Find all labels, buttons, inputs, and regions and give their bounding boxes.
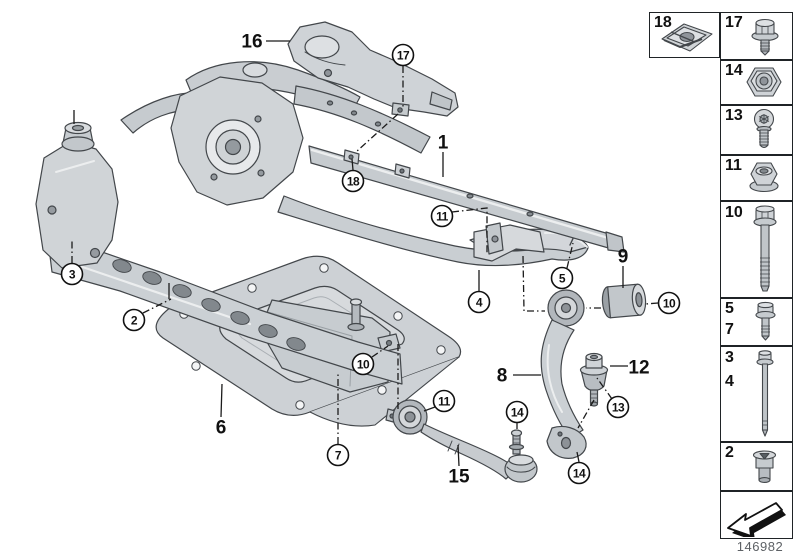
legend-label: 10 bbox=[725, 204, 743, 221]
legend-label: 7 bbox=[725, 321, 734, 338]
legend-cell-5-7[interactable]: 5 7 bbox=[720, 298, 793, 346]
clip-nut-icon bbox=[661, 23, 713, 52]
artwork bbox=[35, 21, 647, 483]
callout-13[interactable]: 13 bbox=[606, 395, 630, 419]
svg-text:17: 17 bbox=[397, 48, 410, 62]
part-front-rail bbox=[49, 242, 403, 385]
rivet-nut-icon bbox=[752, 450, 777, 483]
part-tension-strut bbox=[385, 399, 538, 483]
svg-text:18: 18 bbox=[347, 174, 360, 188]
callout-11[interactable]: 11 bbox=[430, 204, 454, 228]
legend-label: 14 bbox=[725, 62, 743, 79]
legend-cell-13[interactable]: 13 bbox=[720, 105, 793, 155]
legend-cell-14[interactable]: 14 bbox=[720, 60, 793, 105]
extra-long-bolt-icon bbox=[756, 350, 774, 437]
callout-10[interactable]: 10 bbox=[351, 352, 375, 376]
svg-text:5: 5 bbox=[559, 271, 566, 285]
callout-14[interactable]: 14 bbox=[567, 461, 591, 485]
collar-nut-icon bbox=[746, 67, 782, 97]
part-control-arm bbox=[540, 289, 587, 459]
legend-label: 5 bbox=[725, 300, 734, 317]
callout-18[interactable]: 18 bbox=[341, 169, 365, 193]
callout-11[interactable]: 11 bbox=[432, 389, 456, 413]
svg-text:14: 14 bbox=[573, 466, 586, 480]
svg-text:3: 3 bbox=[69, 267, 76, 281]
callout-7[interactable]: 7 bbox=[326, 443, 350, 467]
part-ball-joint bbox=[579, 352, 609, 407]
part-heat-shield bbox=[287, 21, 459, 117]
legend-cell-direction-arrow bbox=[720, 491, 793, 539]
callout-16[interactable]: 16 bbox=[241, 32, 262, 53]
part-right-beam bbox=[277, 195, 589, 267]
svg-text:4: 4 bbox=[476, 295, 483, 309]
svg-text:14: 14 bbox=[511, 405, 524, 419]
legend-label: 11 bbox=[725, 157, 742, 174]
callout-15[interactable]: 15 bbox=[448, 467, 470, 488]
legend-cell-11[interactable]: 11 bbox=[720, 155, 793, 201]
callout-3[interactable]: 3 bbox=[60, 262, 84, 286]
callout-6[interactable]: 6 bbox=[216, 418, 227, 439]
part-cross-brace bbox=[308, 145, 625, 253]
legend-cell-18[interactable]: 18 bbox=[649, 12, 720, 58]
callout-layer: 16 1 9 8 12 15 6 3 2 17 18 11 4 5 10 10 7 11 14 14 13 bbox=[60, 32, 681, 488]
long-flange-bolt-icon bbox=[753, 205, 777, 292]
part-bushing bbox=[601, 283, 647, 319]
medium-bolt-icon bbox=[755, 301, 776, 341]
legend-cell-17[interactable]: 17 bbox=[720, 12, 793, 60]
callout-14[interactable]: 14 bbox=[505, 400, 529, 424]
callout-17[interactable]: 17 bbox=[391, 43, 415, 67]
figure-number: 146982 bbox=[736, 539, 784, 554]
legend-label: 17 bbox=[725, 14, 743, 31]
legend-label: 18 bbox=[654, 14, 672, 31]
part-left-horn bbox=[35, 121, 119, 269]
direction-of-travel-arrow-icon bbox=[727, 502, 786, 537]
flange-nut-icon bbox=[749, 162, 779, 193]
part-center-tower bbox=[120, 61, 431, 206]
legend-cell-2[interactable]: 2 bbox=[720, 442, 793, 491]
legend-label: 2 bbox=[725, 444, 734, 461]
svg-text:10: 10 bbox=[357, 357, 370, 371]
callout-1[interactable]: 1 bbox=[438, 133, 449, 154]
hex-bolt-washer-icon bbox=[751, 18, 779, 56]
svg-text:7: 7 bbox=[335, 448, 342, 462]
svg-text:10: 10 bbox=[663, 296, 676, 310]
callout-4[interactable]: 4 bbox=[467, 290, 491, 314]
legend-cell-3-4[interactable]: 3 4 bbox=[720, 346, 793, 442]
callout-5[interactable]: 5 bbox=[550, 266, 574, 290]
legend-cell-10[interactable]: 10 bbox=[720, 201, 793, 298]
legend-label: 3 bbox=[725, 349, 734, 366]
callout-9[interactable]: 9 bbox=[618, 247, 629, 268]
torx-screw-icon bbox=[753, 108, 775, 149]
callout-2[interactable]: 2 bbox=[122, 308, 146, 332]
legend-label: 4 bbox=[725, 373, 734, 390]
svg-text:11: 11 bbox=[436, 209, 449, 223]
svg-text:13: 13 bbox=[612, 400, 625, 414]
svg-text:11: 11 bbox=[438, 394, 451, 408]
svg-text:2: 2 bbox=[131, 313, 138, 327]
callout-12[interactable]: 12 bbox=[628, 358, 649, 379]
leader-lines bbox=[71, 40, 659, 467]
callout-8[interactable]: 8 bbox=[497, 366, 508, 387]
callout-10[interactable]: 10 bbox=[657, 291, 681, 315]
legend-label: 13 bbox=[725, 107, 743, 124]
